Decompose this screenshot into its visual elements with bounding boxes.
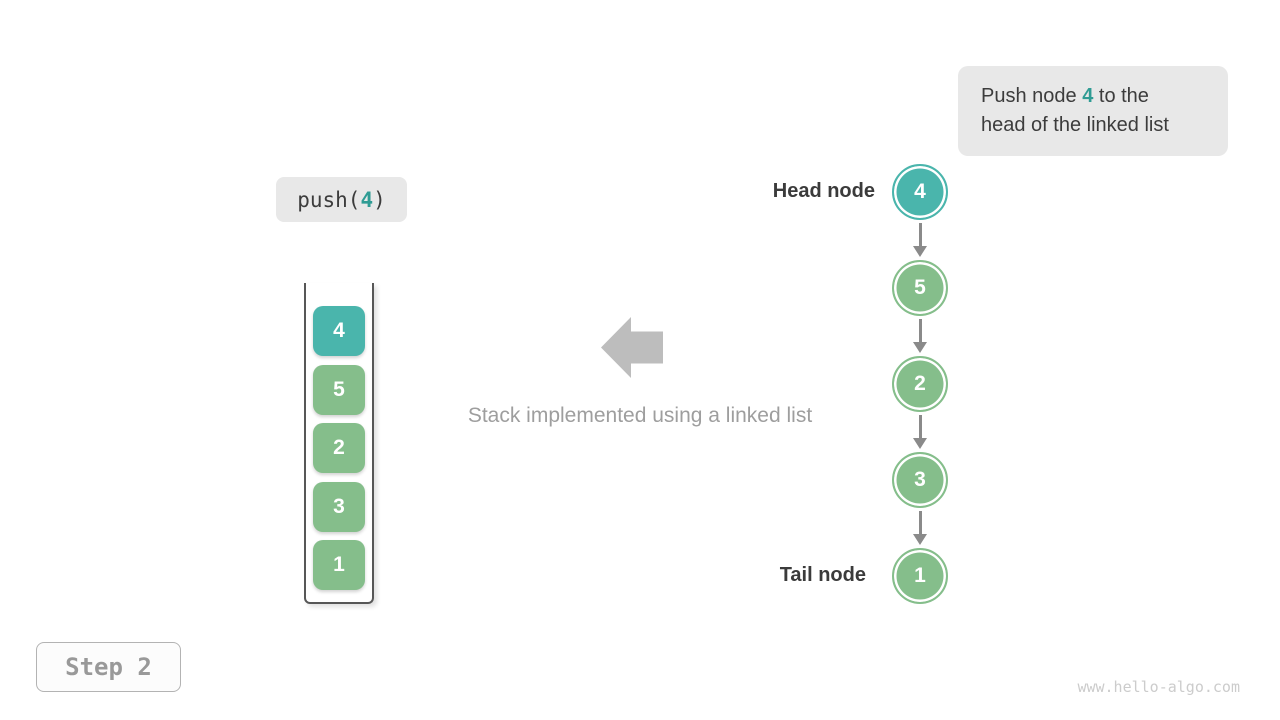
stack-item: 2 [313, 423, 365, 473]
code-suffix: ) [373, 187, 386, 212]
callout-text-before: Push node [981, 85, 1083, 107]
down-arrow-connector [913, 319, 927, 353]
stack-item: 1 [313, 540, 365, 590]
linked-list-node: 3 [892, 452, 948, 508]
arrow-line [918, 511, 922, 536]
caption-text: Stack implemented using a linked list [467, 404, 813, 427]
head-node-label: Head node [772, 180, 875, 202]
step-badge: Step 2 [36, 642, 181, 692]
callout-highlight-value: 4 [1082, 85, 1094, 107]
linked-list-node: 4 [892, 164, 948, 220]
down-arrow-connector [913, 415, 927, 449]
linked-list-node: 5 [892, 260, 948, 316]
arrow-head-icon [913, 342, 927, 353]
stack-item: 4 [313, 306, 365, 356]
watermark-text: www.hello-algo.com [1077, 678, 1240, 696]
down-arrow-connector [913, 223, 927, 257]
callout-text-line2: head of the linked list [981, 114, 1169, 136]
stack-container: 4 5 2 3 1 [304, 283, 374, 604]
arrow-head-icon [913, 438, 927, 449]
arrow-line [918, 223, 922, 248]
tail-node-label: Tail node [779, 564, 866, 586]
arrow-line [918, 319, 922, 344]
linked-list-node: 1 [892, 548, 948, 604]
push-code-badge: push(4) [276, 177, 407, 222]
callout-text-after: to the [1093, 85, 1149, 107]
down-arrow-connector [913, 511, 927, 545]
linked-list-node: 2 [892, 356, 948, 412]
arrow-line [918, 415, 922, 440]
left-arrow-icon [601, 317, 663, 378]
code-prefix: push( [297, 187, 361, 212]
arrow-head-icon [913, 534, 927, 545]
stack-item: 3 [313, 481, 365, 532]
arrow-head-icon [913, 246, 927, 257]
push-annotation-callout: Push node 4 to the head of the linked li… [958, 66, 1228, 156]
stack-item: 5 [313, 364, 365, 415]
code-arg-value: 4 [360, 187, 374, 212]
